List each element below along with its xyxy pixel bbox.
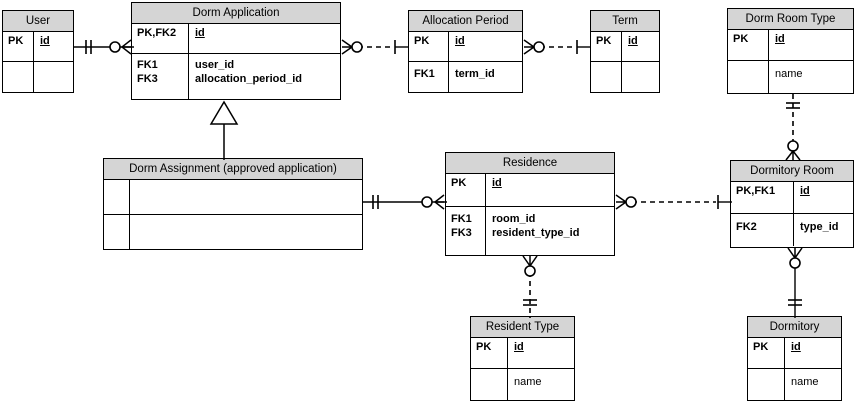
attribute-cell: id [492,177,502,189]
attribute-cell: term_id [455,68,495,80]
entity-key-section: PK id [471,338,574,369]
entity-dormitory-room[interactable]: Dormitory Room PK,FK1 id FK2 type_id [730,160,854,248]
entity-title: Residence [446,153,614,174]
key-cell [471,369,508,401]
entity-user[interactable]: User PK id [2,10,74,93]
key-cell: PK [3,32,34,61]
key-cell [3,62,34,93]
attribute-cell: id [628,35,638,47]
entity-title: Dormitory [748,317,841,338]
attribute-cell [130,180,362,214]
entity-key-section: PK,FK1 id [731,182,853,214]
entity-key-section: PK id [748,338,841,369]
entity-title: Allocation Period [409,11,522,32]
entity-title: Dorm Room Type [728,9,853,30]
key-cell: PK [728,30,769,60]
attribute-cell: room_id resident_type_id [492,213,580,239]
entity-attr-section: FK2 type_id [731,214,853,246]
key-cell [748,369,785,401]
attribute-cell: id [40,35,50,47]
entity-attr-section: name [728,61,853,93]
entity-key-section: PK id [728,30,853,61]
key-cell: PK [591,32,622,61]
key-cell: PK [409,32,449,61]
attribute-cell: name [775,68,803,80]
entity-attr-section [591,62,659,93]
attribute-cell [130,215,362,250]
key-cell: PK [446,174,486,206]
entity-attr-section: FK1 FK3 user_id allocation_period_id [132,54,340,100]
key-cell: PK [471,338,508,368]
attribute-cell: name [791,376,819,388]
entity-key-section: PK,FK2 id [132,24,340,54]
key-cell [591,62,622,93]
entity-dorm-application[interactable]: Dorm Application PK,FK2 id FK1 FK3 user_… [131,2,341,100]
entity-key-section: PK id [446,174,614,207]
entity-attr-section: FK1 FK3 room_id resident_type_id [446,207,614,255]
key-cell: FK1 FK3 [132,54,189,100]
entity-term[interactable]: Term PK id [590,10,660,93]
attribute-cell [34,62,73,93]
key-cell: FK1 [409,62,449,93]
entity-key-section [104,180,362,215]
entity-attr-section [3,62,73,93]
attribute-cell: id [455,35,465,47]
attribute-cell: id [800,185,810,197]
entity-dorm-assignment[interactable]: Dorm Assignment (approved application) [103,158,363,250]
entity-allocation-period[interactable]: Allocation Period PK id FK1 term_id [408,10,523,93]
attribute-cell: id [195,27,205,39]
entity-attr-section: FK1 term_id [409,62,522,93]
entity-dormitory[interactable]: Dormitory PK id name [747,316,842,401]
entity-title: Dorm Assignment (approved application) [104,159,362,180]
key-cell: PK,FK2 [132,24,189,53]
attribute-cell: name [514,376,542,388]
entity-title: Resident Type [471,317,574,338]
entity-title: Dormitory Room [731,161,853,182]
attribute-cell: user_id allocation_period_id [195,59,302,85]
entity-dorm-room-type[interactable]: Dorm Room Type PK id name [727,8,854,94]
entity-key-section: PK id [3,32,73,62]
key-cell [728,61,769,93]
attribute-cell [622,62,659,93]
key-cell: PK,FK1 [731,182,794,213]
attribute-cell: type_id [800,221,839,233]
key-cell [104,215,130,250]
entity-key-section: PK id [409,32,522,62]
attribute-cell: id [775,33,785,45]
attribute-cell: id [791,341,801,353]
entity-attr-section: name [748,369,841,401]
entity-title: Dorm Application [132,3,340,24]
entity-resident-type[interactable]: Resident Type PK id name [470,316,575,401]
key-cell: FK2 [731,214,794,246]
key-cell: PK [748,338,785,368]
entity-residence[interactable]: Residence PK id FK1 FK3 room_id resident… [445,152,615,256]
entity-attr-section: name [471,369,574,401]
key-cell: FK1 FK3 [446,207,486,255]
entity-title: Term [591,11,659,32]
entity-attr-section [104,215,362,250]
attribute-cell: id [514,341,524,353]
entity-title: User [3,11,73,32]
key-cell [104,180,130,214]
entity-key-section: PK id [591,32,659,62]
